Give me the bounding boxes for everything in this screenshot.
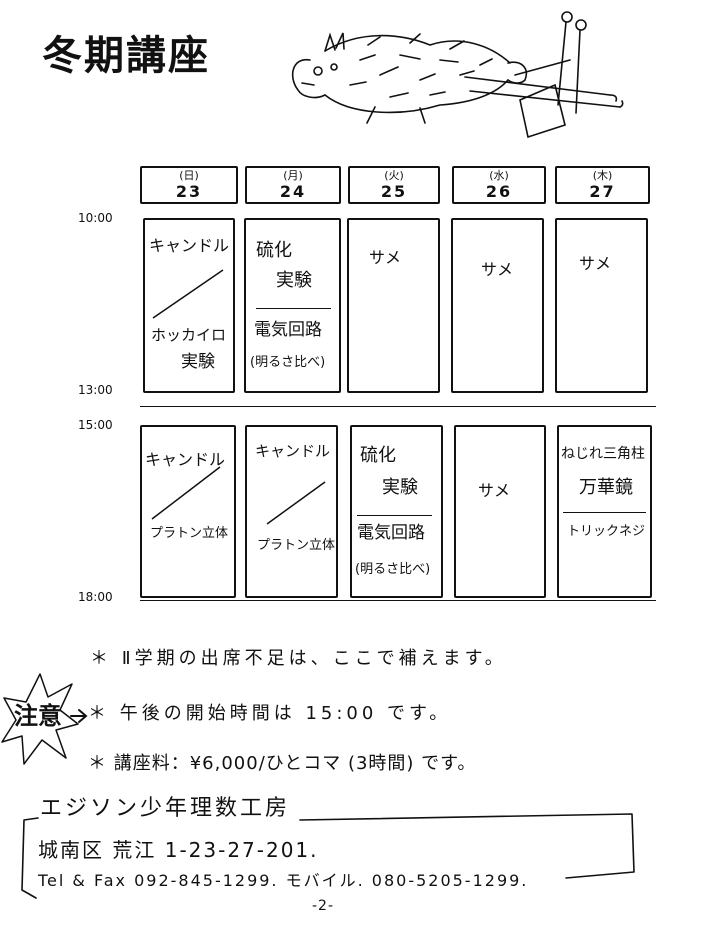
cell-top-text: 万華鏡 [579, 477, 633, 498]
day-of-week: (日) [179, 169, 199, 182]
day-of-week: (火) [384, 169, 404, 182]
cell-top-text: キャンドル [145, 450, 226, 469]
organization-name: エジソン少年理数工房 [40, 796, 291, 821]
cell-top-text: サメ [478, 481, 511, 500]
diagonal-divider [152, 269, 224, 319]
sign-board [519, 83, 566, 139]
horizontal-divider [256, 308, 331, 309]
time-label-start-afternoon: 15:00 [78, 418, 113, 432]
cell-bottom-text: ホッカイロ [151, 326, 227, 344]
cell-bottom-text: (明るさ比べ) [355, 562, 431, 577]
page-number: -2- [312, 898, 335, 914]
schedule-cell-morning-wed: サメ [451, 218, 544, 393]
schedule-cell-morning-mon: 硫化 実験 電気回路 (明るさ比べ) [244, 218, 341, 393]
cell-top-text: 硫化 [256, 240, 292, 261]
cell-bottom-text: 電気回路 [254, 320, 322, 340]
day-date: 25 [380, 182, 408, 201]
schedule-cell-afternoon-thu: ねじれ三角柱 万華鏡 トリックネジ [557, 425, 652, 598]
schedule-cell-afternoon-tue: 硫化 実験 電気回路 (明るさ比べ) [350, 425, 443, 598]
cell-top-text: 実験 [382, 477, 418, 498]
contact-bracket [21, 813, 635, 899]
cell-bottom-text: プラトン立体 [150, 526, 229, 541]
block-separator-line [140, 406, 656, 407]
cell-bottom-text: プラトン立体 [257, 538, 336, 553]
day-date: 23 [175, 182, 203, 201]
schedule-bottom-line [140, 600, 656, 601]
note-fee: ＊ 講座料：¥6,000/ひとコマ (3時間) です。 [88, 753, 477, 774]
callout-burst-icon [1, 673, 79, 765]
note-attendance: ＊ Ⅱ学期の出席不足は、ここで補えます。 [90, 648, 507, 669]
day-header-thu: (木) 27 [555, 166, 650, 204]
cell-bottom-text: 電気回路 [357, 523, 425, 543]
day-date: 26 [485, 182, 513, 201]
cell-top-text: サメ [481, 260, 514, 279]
day-header-tue: (火) 25 [348, 166, 440, 204]
diagonal-divider [266, 481, 326, 525]
schedule-cell-afternoon-sun: キャンドル プラトン立体 [140, 425, 236, 598]
schedule-cell-morning-tue: サメ [347, 218, 440, 393]
skis [464, 76, 624, 108]
page-title: 冬期講座 [42, 33, 210, 79]
day-date: 24 [279, 182, 307, 201]
creature-head [291, 32, 345, 99]
day-date: 27 [589, 182, 616, 201]
schedule-cell-morning-sun: キャンドル ホッカイロ 実験 [143, 218, 235, 393]
cell-top-text: 実験 [276, 270, 312, 291]
ski-poles [514, 11, 587, 114]
cell-top-text: ねじれ三角柱 [561, 446, 645, 462]
note-afternoon-start: ＊ 午後の開始時間は 15:00 です。 [88, 703, 452, 724]
cell-top-text: サメ [369, 248, 402, 267]
cell-top-text: キャンドル [255, 442, 331, 460]
day-header-sun: (日) 23 [140, 166, 238, 204]
arrow-right-icon [70, 709, 88, 723]
schedule-cell-afternoon-wed: サメ [454, 425, 546, 598]
schedule-cell-morning-thu: サメ [555, 218, 648, 393]
cell-bottom-text: (明るさ比べ) [250, 355, 326, 370]
day-header-wed: (水) 26 [452, 166, 546, 204]
cell-top-text: サメ [579, 254, 612, 273]
cell-bottom-text: 実験 [181, 352, 215, 372]
cell-bottom-text: トリックネジ [567, 524, 646, 539]
creature-body [324, 33, 527, 124]
horizontal-divider [563, 512, 646, 513]
time-label-end-afternoon: 18:00 [78, 590, 113, 604]
horizontal-divider [357, 515, 432, 516]
schedule-cell-afternoon-mon: キャンドル プラトン立体 [245, 425, 338, 598]
time-label-start-morning: 10:00 [78, 211, 113, 225]
organization-address: 城南区 荒江 1-23-27-201. [38, 838, 319, 862]
diagonal-divider [151, 466, 221, 520]
day-of-week: (木) [592, 169, 613, 182]
organization-phone: Tel & Fax 092-845-1299. モバイル. 080-5205-1… [38, 871, 529, 890]
day-of-week: (水) [489, 169, 509, 182]
cell-top-text: キャンドル [149, 236, 230, 255]
callout-label: 注意 [14, 702, 62, 730]
day-of-week: (月) [283, 169, 303, 182]
time-label-end-morning: 13:00 [78, 383, 113, 397]
day-header-mon: (月) 24 [245, 166, 341, 204]
cell-top-text: 硫化 [360, 445, 396, 466]
skiing-creature-illustration [291, 11, 624, 139]
